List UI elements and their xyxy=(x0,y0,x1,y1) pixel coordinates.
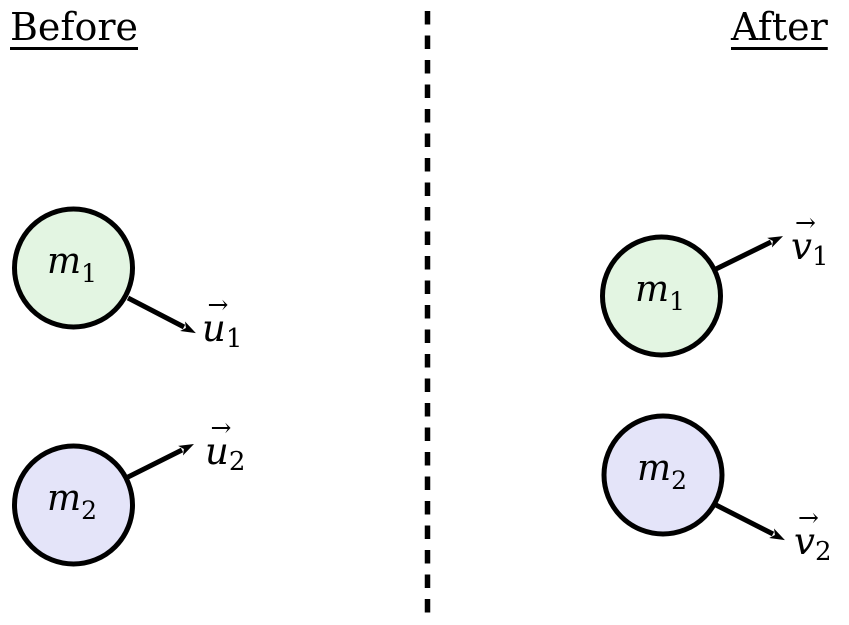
mass-subscript: 2 xyxy=(81,496,98,525)
before-velocity2-label: → u 2 xyxy=(205,413,245,475)
velocity-symbol: v xyxy=(794,520,815,563)
vector-arrow-icon: → xyxy=(207,290,229,319)
mass-symbol: m xyxy=(46,478,82,519)
before-mass2-circle xyxy=(12,443,135,567)
before-velocity2-arrow xyxy=(126,444,194,480)
velocity-symbol: v xyxy=(791,225,812,268)
vector-arrow-icon: → xyxy=(210,413,232,442)
vector-symbol: → u xyxy=(205,413,232,473)
vector-arrow-icon: → xyxy=(795,208,816,237)
after-mass1-circle xyxy=(600,234,723,358)
before-velocity1-arrow xyxy=(126,295,196,334)
vector-symbol: → u xyxy=(202,290,229,350)
before-title: Before xyxy=(10,5,139,49)
before-mass2-label: m2 xyxy=(46,478,98,525)
velocity-symbol: u xyxy=(205,430,229,473)
mass-symbol: m xyxy=(636,448,672,489)
mass-subscript: 1 xyxy=(669,287,686,316)
after-title: After xyxy=(731,5,828,49)
before-mass1-circle xyxy=(12,206,135,330)
mass-subscript: 1 xyxy=(81,259,98,288)
mass-symbol: m xyxy=(46,241,82,282)
vector-arrow-icon: → xyxy=(798,503,819,532)
after-velocity1-arrow xyxy=(714,236,784,272)
velocity-symbol: u xyxy=(202,307,226,350)
after-velocity2-label: → v 2 xyxy=(794,505,831,565)
before-mass1-label: m1 xyxy=(46,241,98,288)
after-mass2-circle xyxy=(601,413,725,537)
velocity-subscript: 2 xyxy=(228,447,246,477)
mass-symbol: m xyxy=(634,269,670,310)
after-velocity2-arrow xyxy=(714,502,785,541)
mass-subscript: 2 xyxy=(671,466,688,495)
vector-symbol: → v xyxy=(791,210,816,268)
after-mass2-label: m2 xyxy=(636,448,688,495)
velocity-subscript: 2 xyxy=(814,537,832,567)
velocity-subscript: 1 xyxy=(225,324,243,354)
velocity-subscript: 1 xyxy=(811,242,829,272)
before-velocity1-label: → u 1 xyxy=(202,290,242,352)
after-velocity1-label: → v 1 xyxy=(791,210,828,270)
after-mass1-label: m1 xyxy=(634,269,686,316)
vector-symbol: → v xyxy=(794,505,819,563)
